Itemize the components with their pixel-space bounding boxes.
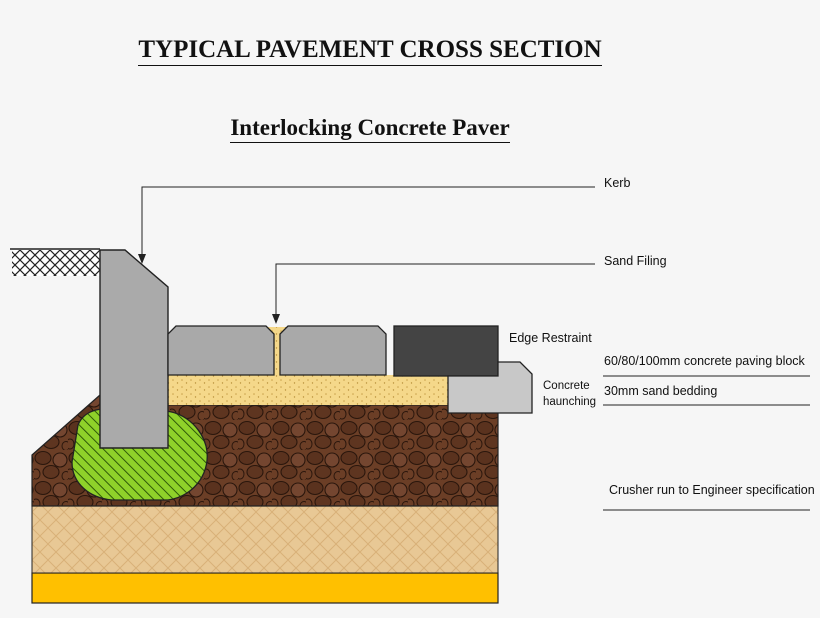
concrete-haunching-block: [447, 361, 533, 414]
sand-filing-leader-arrow: [272, 314, 280, 324]
sub-title: Interlocking Concrete Paver: [0, 115, 740, 143]
sub-title-text: Interlocking Concrete Paver: [230, 115, 510, 143]
subgrade-layer: [31, 505, 499, 574]
label-crusher-run: Crusher run to Engineer specification: [609, 483, 815, 497]
label-sand-bedding: 30mm sand bedding: [604, 384, 718, 398]
label-sand-filing: Sand Filing: [604, 254, 667, 268]
paving-block-2: [279, 325, 387, 376]
existing-ground-hatch: [12, 250, 100, 276]
kerb-leader-arrow: [138, 254, 146, 264]
main-title: TYPICAL PAVEMENT CROSS SECTION: [0, 36, 740, 66]
paving-block-1: [167, 325, 275, 376]
label-kerb: Kerb: [604, 176, 631, 190]
label-concrete-haunching-2: haunching: [543, 396, 597, 408]
sand-filling-joint: [266, 327, 288, 375]
edge-restraint-block: [393, 325, 499, 377]
label-edge-restraint: Edge Restraint: [509, 331, 592, 345]
sand-bedding-layer: [168, 375, 448, 405]
kerb-block: [99, 249, 169, 449]
kerb-leader-line: [141, 186, 595, 260]
sand-filing-leader-line: [275, 263, 595, 320]
base-layer-band: [31, 572, 499, 604]
main-title-text: TYPICAL PAVEMENT CROSS SECTION: [138, 36, 602, 66]
label-concrete-haunching-1: Concrete: [543, 380, 590, 392]
label-paving-block: 60/80/100mm concrete paving block: [604, 354, 805, 368]
